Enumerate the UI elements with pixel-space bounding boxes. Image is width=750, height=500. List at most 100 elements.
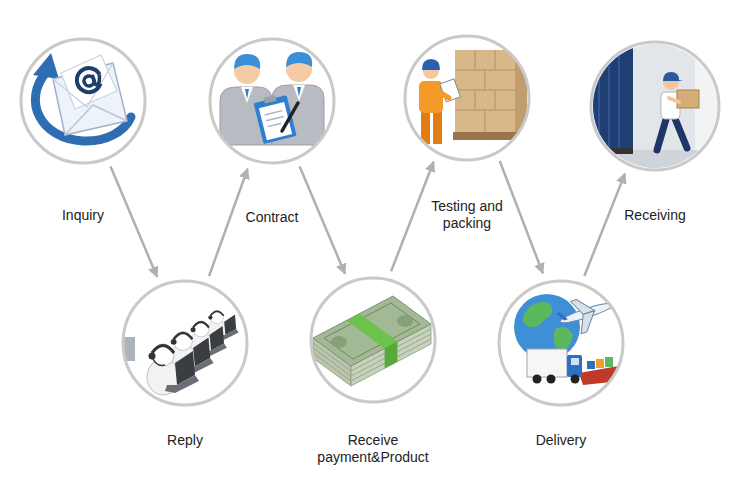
illustration-part [475, 90, 476, 110]
delivery-icon [499, 281, 625, 405]
step-circle-outline [21, 39, 145, 163]
illustration-part [311, 278, 435, 402]
illustration-part [669, 98, 679, 102]
step-label: Reply [167, 432, 203, 449]
step-label: Receive payment&Product [309, 432, 437, 466]
flow-arrow [111, 166, 157, 276]
illustration-part [265, 111, 282, 115]
illustration-part [347, 314, 398, 349]
step-circle [121, 279, 249, 407]
step-label: Contract [246, 209, 299, 226]
illustration-part [92, 73, 102, 86]
illustration-part [286, 52, 312, 67]
step-circle-outline [591, 42, 719, 170]
step-circle [19, 37, 147, 165]
step-circle-outline [210, 39, 334, 163]
illustration-part [495, 50, 496, 70]
process-step: Delivery [497, 279, 625, 407]
illustration-part [587, 361, 595, 369]
illustration-part [433, 110, 442, 144]
illustration-part [266, 116, 283, 120]
illustration-part [153, 359, 165, 365]
illustration-part [657, 116, 687, 150]
step-circle-outline [405, 36, 529, 160]
illustration-part [210, 311, 223, 316]
illustration-part [53, 63, 113, 107]
illustration-part [264, 95, 277, 104]
illustration-part [547, 375, 556, 384]
packing-icon [405, 36, 529, 160]
illustration-part [440, 79, 461, 102]
illustration-part [74, 65, 104, 95]
illustration-part [571, 375, 580, 384]
illustration-part [123, 281, 247, 405]
illustration-part [268, 123, 282, 126]
process-step: Inquiry [19, 37, 147, 165]
illustration-part [585, 150, 725, 180]
illustration-part [210, 39, 334, 163]
contract-icon [210, 39, 334, 163]
illustration-part [397, 315, 413, 327]
illustration-part [608, 40, 610, 148]
illustration-part [297, 87, 301, 97]
illustration-part [618, 40, 620, 148]
illustration-part [208, 316, 212, 320]
illustration-part [485, 70, 486, 90]
illustration-part [523, 302, 552, 327]
process-step: Reply [121, 279, 249, 407]
illustration-part [499, 281, 625, 405]
process-step: Testing and packing [403, 34, 531, 162]
illustration-part [331, 336, 347, 348]
illustration-part [475, 50, 476, 70]
illustration-part [579, 40, 633, 148]
illustration-part [313, 296, 431, 386]
illustration-part [405, 36, 529, 160]
illustration-part [311, 278, 435, 402]
illustration-part [440, 79, 461, 102]
illustration-part [245, 89, 249, 99]
illustration-part [174, 333, 193, 339]
illustration-part [65, 105, 127, 135]
illustration-part [191, 327, 196, 332]
illustration-part [193, 322, 209, 327]
illustration-part [598, 40, 600, 148]
step-label: Delivery [536, 432, 587, 449]
step-circle [497, 279, 625, 407]
illustration-part [485, 110, 486, 132]
step-circle-outline [499, 281, 623, 405]
illustration-part [419, 81, 443, 113]
illustration-part [677, 90, 699, 108]
illustration-part [313, 296, 431, 366]
flow-arrow [391, 162, 434, 272]
money-icon [311, 278, 435, 402]
illustration-part [405, 36, 529, 160]
process-step: Contract [208, 37, 336, 165]
illustration-part [557, 311, 568, 322]
illustration-part [455, 50, 515, 132]
step-label: Testing and packing [422, 198, 512, 232]
email-icon [21, 39, 145, 163]
flow-arrow [300, 166, 345, 273]
flow-arrow [584, 174, 625, 276]
illustration-part [385, 342, 398, 369]
step-circle-outline [123, 281, 247, 405]
illustration-part [576, 311, 601, 334]
illustration-part [165, 375, 199, 393]
flow-arrow [209, 169, 248, 276]
illustration-part [152, 346, 174, 354]
illustration-part [527, 349, 567, 377]
illustration-part [571, 358, 579, 365]
illustration-part [210, 39, 334, 163]
step-circle-outline [311, 278, 435, 402]
illustration-part [588, 40, 590, 148]
illustration-part [439, 92, 449, 98]
illustration-part [422, 59, 440, 70]
illustration-part [123, 281, 247, 405]
illustration-part [324, 303, 420, 359]
process-step: Receive payment&Product [309, 276, 437, 404]
illustration-part [554, 289, 619, 339]
illustration-part [147, 344, 199, 395]
step-circle [208, 37, 336, 165]
